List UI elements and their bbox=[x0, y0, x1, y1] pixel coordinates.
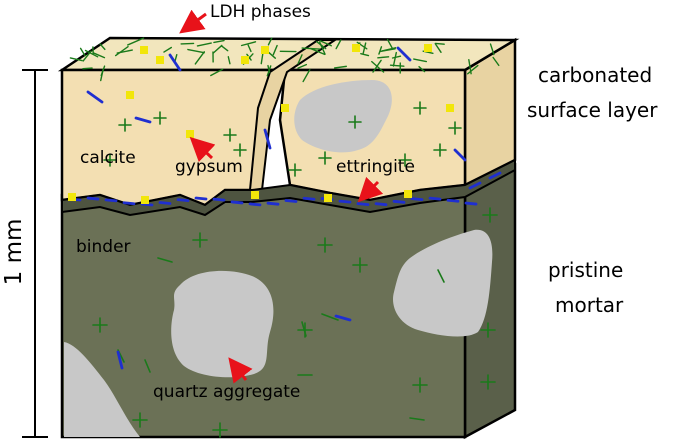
label-carbonated: carbonated bbox=[538, 63, 652, 87]
ettringite-needle bbox=[88, 198, 98, 199]
label-surface-layer: surface layer bbox=[527, 98, 658, 122]
gypsum-crystal bbox=[446, 104, 454, 112]
label-quartz-aggregate: quartz aggregate bbox=[153, 382, 300, 402]
ettringite-needle bbox=[106, 200, 116, 201]
ldh-needle bbox=[435, 43, 444, 44]
label-ettringite: ettringite bbox=[336, 157, 415, 177]
ettringite-needle bbox=[412, 199, 422, 200]
gypsum-crystal bbox=[68, 193, 76, 201]
ettringite-needle bbox=[178, 200, 188, 201]
label-calcite: calcite bbox=[80, 148, 136, 168]
gypsum-crystal bbox=[251, 191, 259, 199]
ettringite-needle bbox=[268, 203, 278, 204]
ettringite-needle bbox=[430, 198, 440, 199]
ettringite-needle bbox=[232, 202, 242, 203]
ldh-needle bbox=[83, 68, 92, 69]
ettringite-needle bbox=[160, 203, 170, 204]
label-pristine: pristine bbox=[548, 258, 623, 282]
aggregate-center bbox=[171, 271, 273, 377]
label-ldh-phases: LDH phases bbox=[210, 2, 311, 22]
gypsum-crystal bbox=[241, 56, 249, 64]
gypsum-crystal bbox=[404, 190, 412, 198]
ldh-arrow bbox=[184, 14, 206, 30]
ldh-needle bbox=[302, 48, 320, 49]
gypsum-crystal bbox=[140, 46, 148, 54]
ettringite-needle bbox=[376, 204, 386, 205]
gypsum-crystal bbox=[352, 44, 360, 52]
ettringite-needle bbox=[340, 201, 350, 202]
ettringite-needle bbox=[286, 200, 296, 201]
gypsum-crystal bbox=[261, 46, 269, 54]
ettringite-needle bbox=[196, 198, 206, 199]
scale-bar: 1 mm bbox=[1, 70, 48, 437]
gypsum-crystal bbox=[156, 56, 164, 64]
ettringite-needle bbox=[124, 203, 134, 204]
ettringite-needle bbox=[142, 204, 152, 205]
ettringite-needle bbox=[358, 204, 368, 205]
gypsum-crystal bbox=[141, 196, 149, 204]
carbonated-layer bbox=[62, 38, 515, 205]
ldh-needle bbox=[81, 48, 85, 55]
ldh-needle bbox=[391, 65, 404, 66]
label-binder: binder bbox=[76, 237, 131, 257]
label-gypsum: gypsum bbox=[175, 157, 243, 177]
gypsum-crystal bbox=[126, 91, 134, 99]
gypsum-crystal bbox=[186, 130, 194, 138]
ettringite-needle bbox=[466, 203, 476, 204]
ettringite-needle bbox=[394, 201, 404, 202]
label-mortar: mortar bbox=[555, 293, 624, 317]
ettringite-needle bbox=[304, 198, 314, 199]
ettringite-needle bbox=[448, 200, 458, 201]
carbonated-front-left bbox=[62, 70, 275, 205]
scale-label: 1 mm bbox=[1, 219, 27, 286]
gypsum-crystal bbox=[324, 194, 332, 202]
ldh-needle bbox=[378, 57, 389, 58]
gypsum-crystal bbox=[281, 104, 289, 112]
ettringite-needle bbox=[214, 199, 224, 200]
ettringite-needle bbox=[250, 204, 260, 205]
gypsum-crystal bbox=[424, 44, 432, 52]
